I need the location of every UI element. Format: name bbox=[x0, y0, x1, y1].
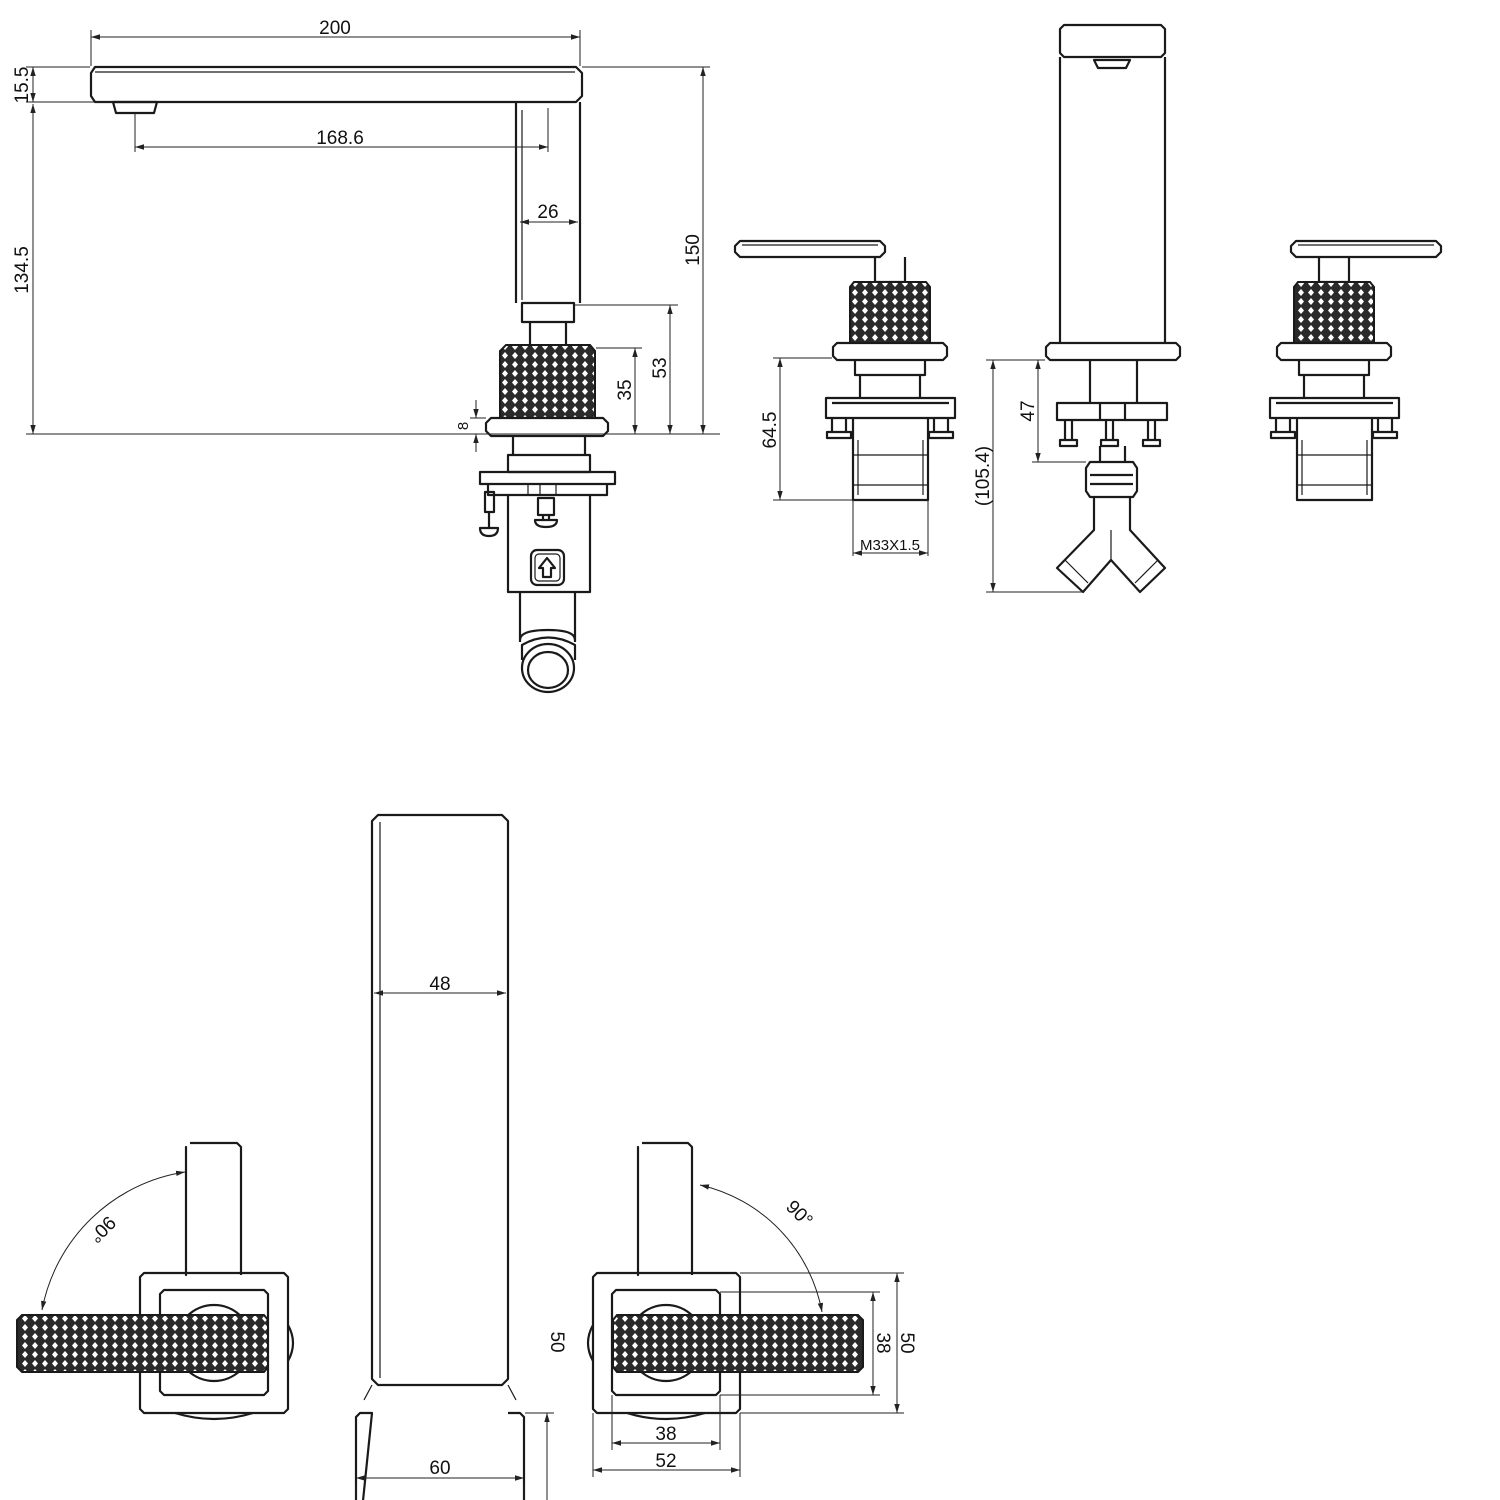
dim-spout-width: 48 bbox=[429, 974, 450, 995]
dim-handle-shank-length: 64.5 bbox=[760, 412, 781, 449]
dim-right-handle-rotation: 90° bbox=[781, 1197, 816, 1232]
dim-spout-depth: 26 bbox=[537, 202, 558, 223]
dim-spout-overall-below: (105.4) bbox=[973, 446, 994, 506]
top-handle-right: 90° bbox=[586, 1141, 864, 1421]
top-handle-left: 90° bbox=[16, 1141, 295, 1421]
dim-thread-size: M33X1.5 bbox=[860, 537, 920, 554]
dim-spout-reach: 168.6 bbox=[316, 128, 364, 149]
front-handle-left bbox=[733, 239, 957, 502]
front-view-dimensions: 64.5 M33X1.5 47 (105.4) bbox=[760, 357, 1086, 593]
top-spout bbox=[354, 813, 526, 1500]
dim-height-below-spout: 134.5 bbox=[12, 246, 33, 294]
side-view-dimensions: 200 15.5 168.6 26 134.5 150 53 35 8 bbox=[12, 18, 720, 452]
front-spout bbox=[1044, 23, 1182, 594]
top-view-dimensions: 48 50 60 38 50 38 52 bbox=[355, 974, 917, 1500]
dim-left-handle-rotation: 90° bbox=[84, 1211, 119, 1246]
dim-overall-height: 150 bbox=[683, 234, 704, 266]
dim-spout-shank: 47 bbox=[1018, 400, 1039, 421]
dim-handle-outer-width: 52 bbox=[655, 1451, 676, 1472]
dim-flange-height: 8 bbox=[455, 422, 472, 430]
dim-body-height: 35 bbox=[615, 379, 636, 400]
dim-spout-base-depth: 50 bbox=[546, 1331, 567, 1352]
flow-direction-arrow-icon bbox=[529, 548, 566, 587]
side-view bbox=[89, 65, 617, 694]
dim-spout-thickness: 15.5 bbox=[12, 67, 33, 104]
dim-handle-inner-width: 38 bbox=[655, 1424, 676, 1445]
dim-collar-height: 53 bbox=[650, 357, 671, 378]
dim-spout-base-width: 60 bbox=[429, 1458, 450, 1479]
dim-handle-outer-depth: 50 bbox=[896, 1332, 917, 1353]
front-handle-right bbox=[1268, 239, 1443, 502]
dim-spout-length: 200 bbox=[319, 18, 351, 39]
dim-handle-inner-depth: 38 bbox=[872, 1332, 893, 1353]
